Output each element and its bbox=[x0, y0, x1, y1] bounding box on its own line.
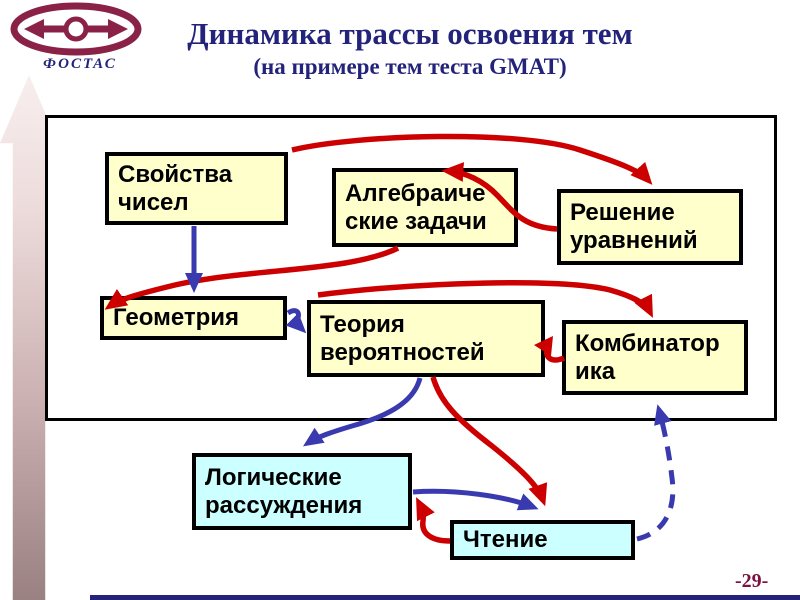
topic-label: рассуждения bbox=[205, 491, 363, 519]
topic-box-chtenie: Чтение bbox=[450, 520, 635, 560]
topic-label: Алгебраиче bbox=[345, 179, 486, 207]
fostas-logo-label: ФОСТАС bbox=[43, 56, 117, 72]
topic-label: Чтение bbox=[463, 526, 548, 554]
topic-box-svoystva-chisel: Свойства чисел bbox=[105, 152, 288, 225]
arrow-red-chtenie-to-logicheskie bbox=[416, 497, 451, 544]
topic-box-logicheskie-rassuzhdenia: Логические рассуждения bbox=[192, 453, 412, 530]
fostas-logo: ФОСТАС bbox=[4, 2, 154, 80]
arrow-blue-dashed-chtenie-to-kombinatorika bbox=[636, 404, 676, 542]
slide-title-block: Динамика трассы освоения тем (на примере… bbox=[100, 16, 720, 82]
topic-label: Геометрия bbox=[113, 304, 240, 332]
bottom-divider bbox=[90, 595, 800, 600]
slide-subtitle: (на примере тем теста GMAT) bbox=[253, 53, 567, 79]
topic-label: чисел bbox=[118, 188, 189, 216]
topic-box-geometria: Геометрия bbox=[100, 296, 287, 340]
topic-label: Решение bbox=[570, 199, 675, 227]
slide-title: Динамика трассы освоения тем bbox=[187, 16, 633, 51]
topic-label: Логические bbox=[205, 463, 342, 491]
topic-label: вероятностей bbox=[320, 338, 485, 366]
topic-label: уравнений bbox=[570, 227, 698, 254]
topic-box-kombinatorika: Комбинатор ика bbox=[562, 320, 748, 395]
topic-box-teoria-veroyatnostey: Теория вероятностей bbox=[307, 300, 545, 377]
topic-label: Комбинатор bbox=[575, 329, 720, 357]
topic-label: ские задачи bbox=[345, 207, 487, 235]
page-number: -29- bbox=[735, 570, 769, 592]
topic-label: ика bbox=[575, 357, 616, 385]
topic-box-algebraicheskie-zadachi: Алгебраиче ские задачи bbox=[332, 168, 518, 247]
fostas-logo-icon bbox=[10, 2, 142, 56]
topic-box-reshenie-uravneniy: Решение уравнений bbox=[557, 189, 743, 265]
topic-label: Свойства bbox=[118, 160, 233, 188]
topic-label: Теория bbox=[320, 310, 405, 338]
arrow-blue-logicheskie-to-chtenie bbox=[412, 488, 539, 511]
